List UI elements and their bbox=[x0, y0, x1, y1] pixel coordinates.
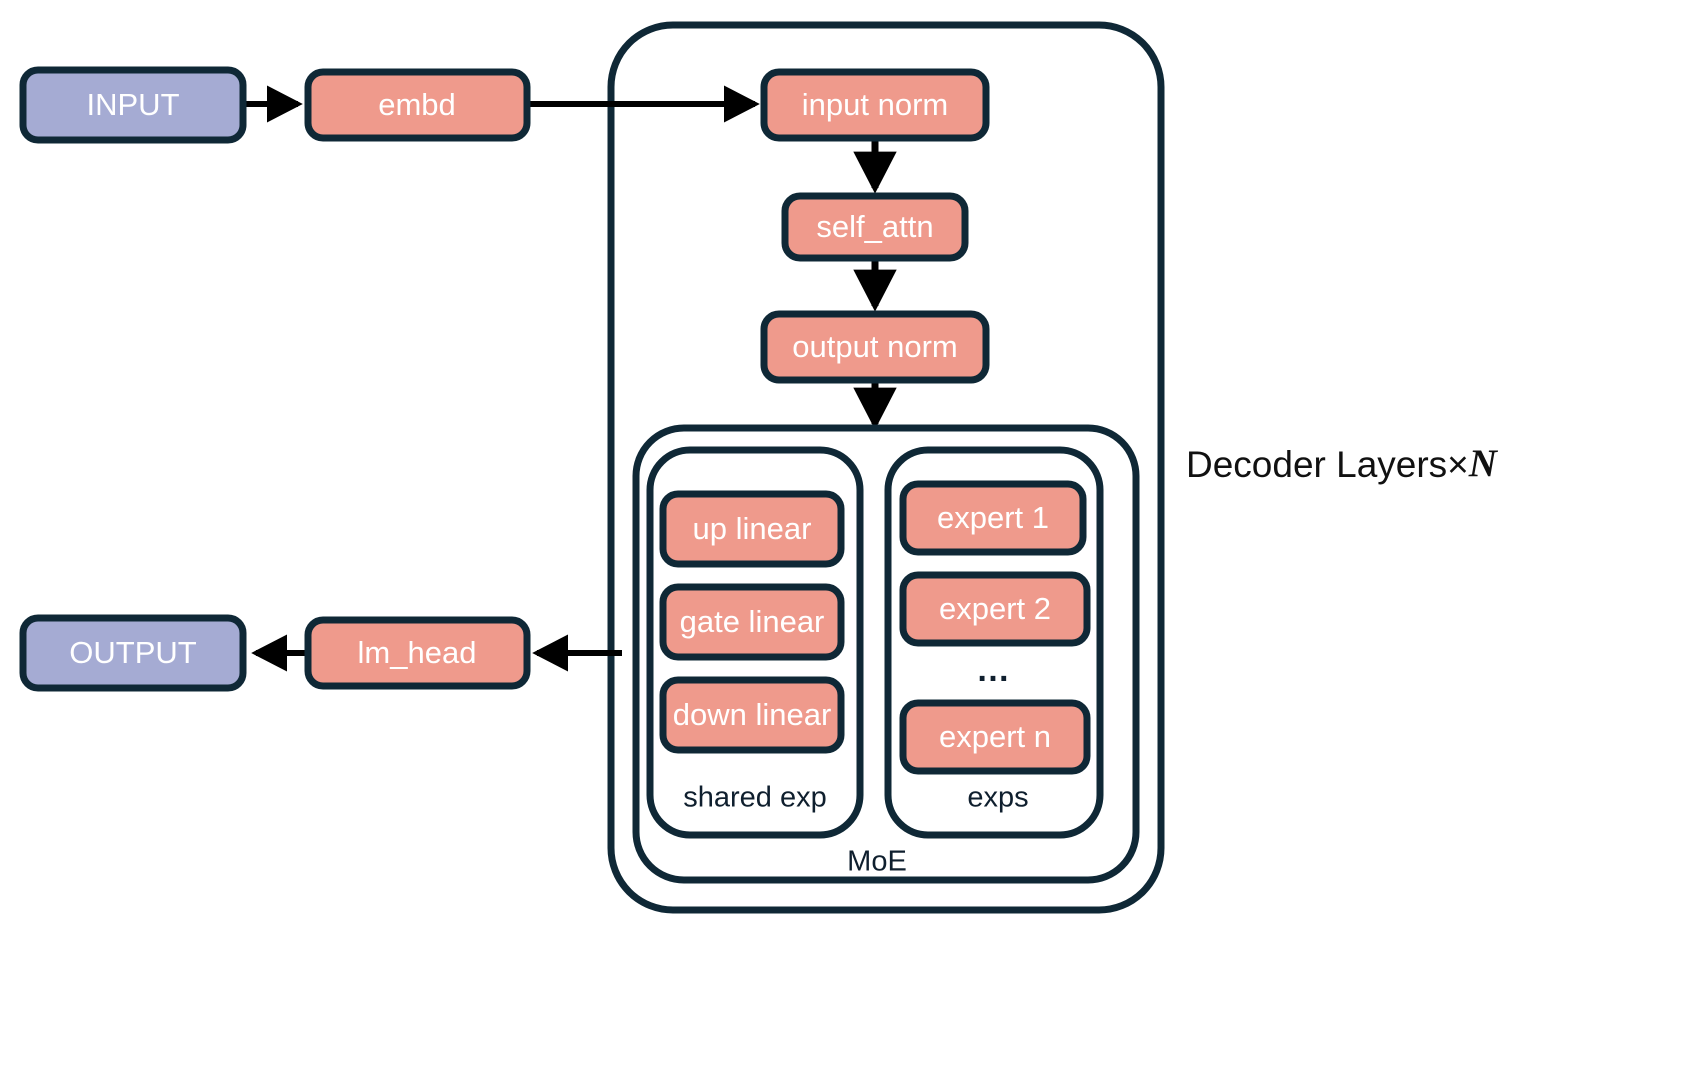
node-expert-1[interactable]: expert 1 bbox=[899, 480, 1087, 556]
node-lm-head[interactable]: lm_head bbox=[304, 616, 531, 690]
moe-label: MoE bbox=[847, 846, 907, 878]
node-input-norm-box bbox=[760, 68, 990, 142]
node-output-label: OUTPUT bbox=[69, 635, 197, 670]
node-input-norm-label: input norm bbox=[802, 87, 948, 122]
node-expert-2[interactable]: expert 2 bbox=[899, 571, 1091, 647]
node-up-linear[interactable]: up linear bbox=[659, 490, 845, 568]
node-embd-box bbox=[304, 68, 531, 142]
moe-container bbox=[632, 424, 1140, 884]
node-embd[interactable]: embd bbox=[304, 68, 531, 142]
node-output-box bbox=[19, 614, 247, 692]
node-input-norm[interactable]: input norm bbox=[760, 68, 990, 142]
node-output-norm-label: output norm bbox=[792, 329, 957, 364]
node-down-linear-box bbox=[659, 676, 845, 754]
node-lm-head-label: lm_head bbox=[358, 635, 477, 670]
decoder-layers-side-label-n: N bbox=[1468, 442, 1499, 485]
node-expert-1-box bbox=[899, 480, 1087, 556]
node-gate-linear[interactable]: gate linear bbox=[659, 583, 845, 661]
node-output-norm-box bbox=[760, 310, 990, 384]
node-up-linear-box bbox=[659, 490, 845, 568]
node-expert-n-label: expert n bbox=[939, 719, 1051, 754]
shared-expert-label: shared exp bbox=[683, 782, 827, 814]
node-input[interactable]: INPUT bbox=[19, 66, 247, 144]
node-expert-n[interactable]: expert n bbox=[899, 699, 1091, 775]
node-self-attn-box bbox=[781, 192, 969, 262]
node-output[interactable]: OUTPUT bbox=[19, 614, 247, 692]
node-self-attn-label: self_attn bbox=[816, 209, 933, 244]
node-gate-linear-box bbox=[659, 583, 845, 661]
node-input-label: INPUT bbox=[87, 87, 180, 122]
node-down-linear-label: down linear bbox=[673, 697, 832, 732]
node-expert-1-label: expert 1 bbox=[937, 500, 1049, 535]
node-self-attn[interactable]: self_attn bbox=[781, 192, 969, 262]
decoder-layers-container bbox=[607, 21, 1165, 914]
node-up-linear-label: up linear bbox=[693, 511, 812, 546]
node-expert-n-box bbox=[899, 699, 1091, 775]
node-output-norm[interactable]: output norm bbox=[760, 310, 990, 384]
node-down-linear[interactable]: down linear bbox=[659, 676, 845, 754]
experts-ellipsis: … bbox=[976, 651, 1010, 689]
node-lm-head-box bbox=[304, 616, 531, 690]
decoder-layers-side-label-text: Decoder Layers× bbox=[1186, 444, 1469, 485]
decoder-layers-side-label: Decoder Layers×N bbox=[1186, 442, 1499, 485]
node-embd-label: embd bbox=[378, 87, 456, 122]
node-gate-linear-label: gate linear bbox=[680, 604, 825, 639]
node-expert-2-label: expert 2 bbox=[939, 591, 1051, 626]
node-expert-2-box bbox=[899, 571, 1091, 647]
node-input-box bbox=[19, 66, 247, 144]
experts-label: exps bbox=[967, 782, 1028, 814]
